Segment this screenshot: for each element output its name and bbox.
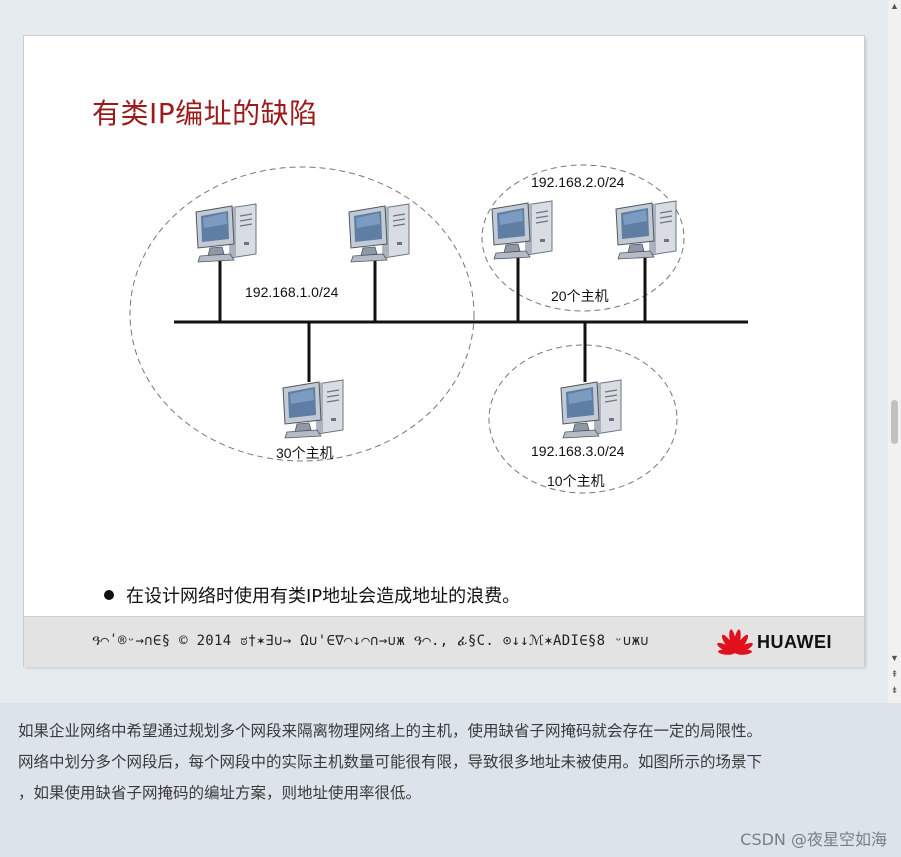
page-down-icon[interactable]: ⇟ [890,685,899,695]
bullet-dot [104,590,114,600]
computer-icon [615,200,677,260]
network-3-boundary [488,344,678,494]
network-1-boundary [129,166,475,462]
document-view: 有类IP编址的缺陷 192.168.1.0/24 30个主机 [24,36,864,667]
scroll-down-icon[interactable]: ▼ [890,653,899,663]
page-up-icon[interactable]: ⇞ [890,669,899,679]
slide-image: 有类IP编址的缺陷 192.168.1.0/24 30个主机 [24,36,864,667]
network-2-address: 192.168.2.0/24 [531,174,625,190]
slide-title: 有类IP编址的缺陷 [92,97,318,130]
paragraph-line: ，如果使用缺省子网掩码的编址方案，则地址使用率很低。 [18,784,422,802]
article-paragraph: 如果企业网络中希望通过规划多个网段来隔离物理网络上的主机，使用缺省子网掩码就会存… [18,716,890,809]
bullet-item: 在设计网络时使用有类IP地址会造成地址的浪费。 [104,582,520,608]
computer-icon [348,203,410,263]
network-3-address: 192.168.3.0/24 [531,443,625,459]
brand-name: HUAWEI [757,632,832,652]
scrollbar-thumb[interactable] [891,400,898,444]
computer-icon [282,379,344,439]
paragraph-line: 网络中划分多个网段后，每个网段中的实际主机数量可能很有限，导致很多地址未被使用。… [18,753,763,771]
network-2-boundary [481,164,685,312]
slide-footer: ዓ⌒ʹ®ᵕ→∩∈§ © 2014 ಠ†✶∃∪→ Ω∪'∈∇⌒↓⌒∩→∪ж ዓ⌒.… [24,616,864,667]
scroll-up-icon[interactable]: ▲ [890,1,899,11]
computer-icon [560,379,622,439]
network-diagram: 192.168.1.0/24 30个主机 192.168.2.0/24 20个主… [129,164,748,494]
paragraph-line: 如果企业网络中希望通过规划多个网段来隔离物理网络上的主机，使用缺省子网掩码就会存… [18,722,763,740]
network-1-address: 192.168.1.0/24 [245,284,339,300]
bullet-text: 在设计网络时使用有类IP地址会造成地址的浪费。 [126,586,521,607]
network-3-hosts: 10个主机 [547,473,605,489]
vertical-scrollbar[interactable]: ▲ ▼ ⇞ ⇟ [888,0,901,703]
network-2-hosts: 20个主机 [551,288,609,304]
csdn-watermark: CSDN @夜星空如海 [740,830,887,849]
network-1-hosts: 30个主机 [276,445,334,461]
footer-copyright: ዓ⌒ʹ®ᵕ→∩∈§ © 2014 ಠ†✶∃∪→ Ω∪'∈∇⌒↓⌒∩→∪ж ዓ⌒.… [92,633,650,649]
computer-icon [195,203,257,263]
computer-icon [491,200,553,260]
huawei-logo-icon [717,629,753,655]
